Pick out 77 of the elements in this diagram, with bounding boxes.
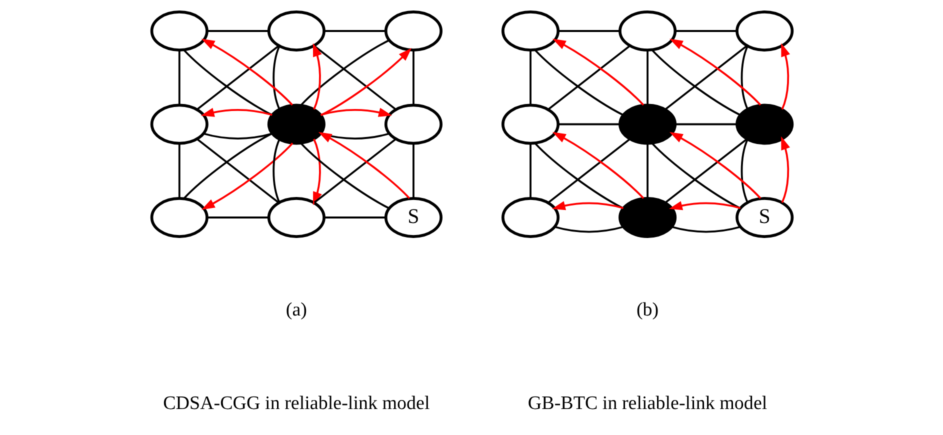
connector: [313, 138, 396, 204]
arrow: [200, 38, 293, 106]
node-circle: [266, 10, 325, 52]
connector: [206, 30, 268, 32]
connector: [558, 123, 620, 126]
connector: [534, 49, 623, 116]
arrow: [320, 48, 412, 116]
connector: [650, 142, 740, 209]
arrow: [312, 43, 322, 110]
connector: [300, 142, 389, 209]
node-circle: [501, 104, 560, 145]
connector: [554, 226, 623, 233]
label: GB-BTC in reliable-link model: [527, 392, 767, 414]
node-circle: [384, 104, 442, 145]
connector: [740, 139, 748, 203]
connector: [529, 50, 531, 106]
connector: [646, 144, 648, 198]
node-circle: [618, 10, 676, 52]
node-circle: [266, 197, 325, 238]
connector: [272, 46, 280, 110]
arrow: [318, 132, 410, 199]
connector: [324, 30, 386, 32]
node-circle: [618, 104, 676, 145]
arrow: [668, 201, 740, 210]
connector: [740, 46, 748, 110]
node-circle: [150, 104, 208, 145]
arrow: [780, 43, 790, 110]
connector: [206, 216, 268, 218]
arrow: [552, 38, 644, 106]
arrow: [552, 132, 644, 199]
node-circle: [501, 10, 560, 52]
connector: [182, 49, 272, 116]
node-circle: [735, 104, 794, 145]
connector: [412, 144, 414, 198]
arrow: [669, 132, 761, 199]
connector: [313, 45, 396, 110]
connector: [178, 50, 180, 106]
connector: [558, 30, 620, 32]
arrow: [551, 201, 624, 210]
node-ellipse: S: [384, 197, 442, 238]
connector: [178, 144, 180, 198]
arrow: [320, 108, 392, 117]
node-circle: [618, 197, 676, 238]
arrow: [780, 136, 790, 203]
connector: [182, 132, 272, 200]
connector: [664, 45, 747, 110]
connector: [547, 45, 630, 110]
label: (b): [636, 300, 658, 321]
connector: [412, 50, 414, 106]
connector: [534, 142, 623, 209]
label: CDSA-CGG in reliable-link model: [162, 392, 430, 414]
connector: [674, 30, 736, 32]
connector: [324, 216, 386, 218]
connector: [272, 139, 280, 203]
label: (a): [285, 300, 306, 321]
arrow: [200, 108, 272, 117]
node-circle: [735, 10, 794, 52]
connector: [196, 45, 279, 110]
connector: [196, 138, 279, 204]
connector: [646, 50, 648, 106]
node-circle: [266, 104, 325, 145]
node-circle: [501, 197, 560, 238]
connector: [671, 226, 740, 233]
arrow: [669, 38, 761, 106]
connector: [202, 132, 272, 140]
connector: [674, 123, 736, 126]
arrow: [312, 138, 322, 206]
connector: [300, 39, 390, 106]
connector: [650, 49, 740, 116]
connector: [664, 138, 747, 204]
node-circle: [150, 197, 208, 238]
connector: [529, 144, 531, 198]
connector: [547, 138, 630, 204]
node-circle: [384, 10, 442, 52]
arrow: [200, 142, 293, 210]
node-ellipse: S: [735, 197, 794, 238]
node-circle: [150, 10, 208, 52]
